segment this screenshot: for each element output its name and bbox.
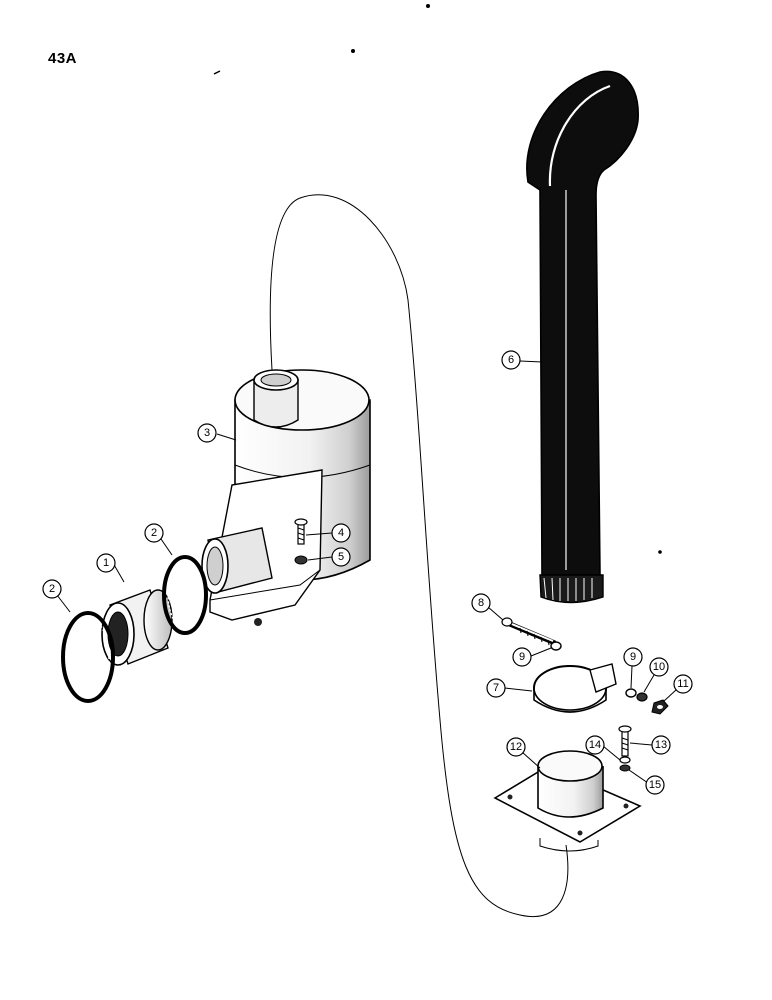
exhaust-stack [526, 70, 639, 604]
callout-13: 13 [629, 735, 671, 755]
svg-text:12: 12 [510, 741, 522, 753]
scan-speck [213, 70, 221, 75]
base-bolt [618, 725, 632, 772]
stack-base-plate [493, 750, 642, 852]
clamp-bolt [501, 617, 556, 646]
callouts: 1 2 2 3 4 5 [42, 350, 693, 795]
callout-11: 11 [663, 674, 693, 702]
callout-7: 7 [486, 678, 533, 698]
svg-text:4: 4 [338, 527, 344, 539]
callout-12: 12 [506, 737, 541, 769]
svg-text:5: 5 [338, 551, 344, 563]
callout-6: 6 [501, 350, 543, 370]
callout-10: 10 [643, 657, 669, 693]
page-number: 43A [48, 50, 78, 67]
callout-15: 15 [628, 769, 665, 795]
gasket-left [61, 611, 115, 703]
callout-14: 14 [585, 735, 621, 761]
svg-text:10: 10 [653, 661, 665, 673]
scan-speck [426, 4, 430, 8]
connection-line [269, 194, 569, 917]
callout-9-left: 9 [512, 647, 552, 667]
svg-text:11: 11 [677, 678, 688, 690]
stack-clamp [533, 663, 617, 713]
svg-text:2: 2 [49, 583, 55, 595]
svg-text:7: 7 [493, 682, 499, 694]
svg-text:9: 9 [519, 651, 525, 663]
scan-speck [658, 550, 662, 554]
callout-1: 1 [96, 553, 125, 583]
svg-text:14: 14 [589, 739, 601, 751]
svg-text:13: 13 [655, 739, 667, 751]
scan-speck [351, 49, 355, 53]
svg-text:15: 15 [649, 779, 661, 791]
callout-3: 3 [197, 423, 237, 443]
svg-text:2: 2 [151, 527, 157, 539]
muffler [201, 369, 371, 626]
svg-text:8: 8 [478, 597, 484, 609]
svg-text:9: 9 [630, 651, 636, 663]
callout-4: 4 [305, 523, 351, 543]
washers [550, 641, 669, 715]
gasket-right [162, 555, 208, 635]
callout-9-right: 9 [623, 647, 643, 689]
callout-2-left: 2 [42, 579, 71, 613]
callout-2-right: 2 [144, 523, 173, 556]
svg-text:3: 3 [204, 427, 210, 439]
callout-8: 8 [471, 593, 504, 621]
svg-text:1: 1 [103, 557, 109, 569]
callout-5: 5 [307, 547, 351, 567]
svg-text:6: 6 [508, 354, 514, 366]
